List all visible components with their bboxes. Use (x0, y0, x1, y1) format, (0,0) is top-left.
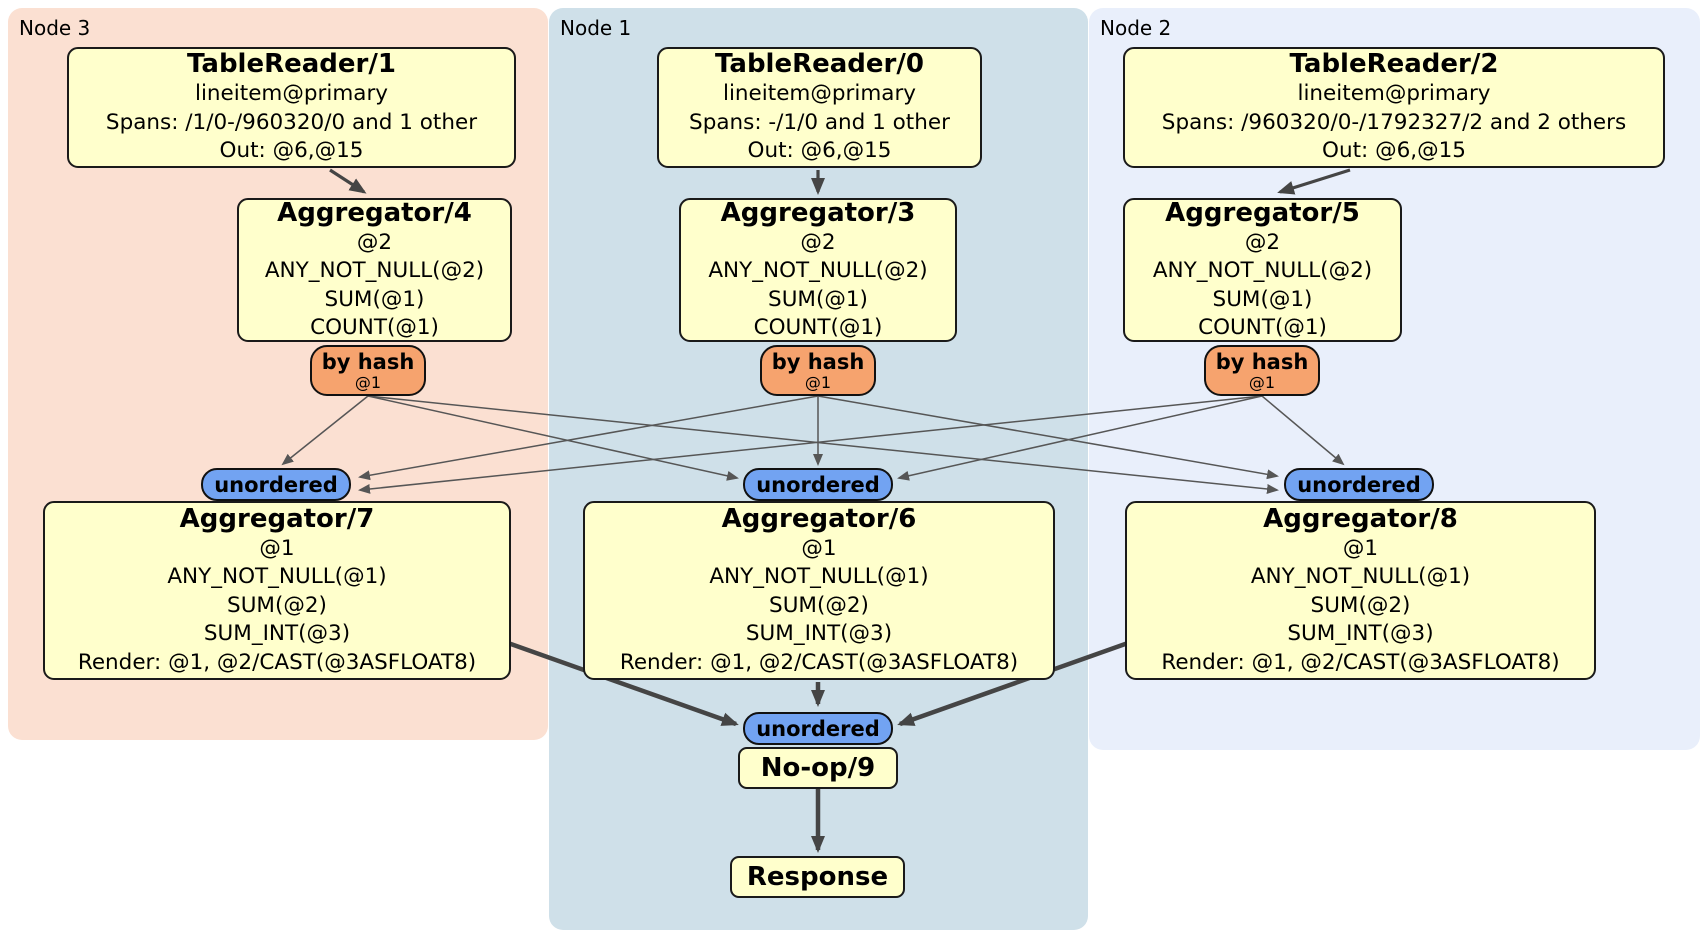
processor-line: SUM(@1) (324, 286, 425, 312)
router-label: by hash (771, 349, 865, 374)
processor-line: Out: @6,@15 (747, 138, 892, 164)
sync-label: unordered (1297, 472, 1421, 497)
sync-unordered-agg6: unordered (743, 468, 893, 501)
processor-tablereader-0: TableReader/0 lineitem@primary Spans: -/… (657, 47, 982, 168)
processor-noop-9: No-op/9 (738, 747, 898, 789)
processor-tablereader-2: TableReader/2 lineitem@primary Spans: /9… (1123, 47, 1665, 168)
processor-line: Spans: -/1/0 and 1 other (689, 109, 950, 135)
processor-line: SUM(@2) (1310, 592, 1411, 618)
sync-unordered-noop: unordered (743, 712, 893, 745)
processor-line: Spans: /1/0-/960320/0 and 1 other (105, 109, 478, 135)
router-label: by hash (321, 349, 415, 374)
processor-line: ANY_NOT_NULL(@1) (709, 564, 929, 590)
processor-line: @1 (801, 535, 837, 561)
processor-line: SUM(@2) (769, 592, 869, 618)
processor-title: Aggregator/6 (721, 503, 917, 534)
processor-line: lineitem@primary (1297, 81, 1491, 107)
processor-line: Render: @1, @2/CAST(@3ASFLOAT8) (1161, 649, 1560, 675)
sync-unordered-agg8: unordered (1284, 468, 1434, 501)
processor-title: Aggregator/5 (1165, 197, 1360, 228)
processor-line: @2 (800, 229, 836, 255)
router-detail: @1 (804, 372, 832, 392)
processor-line: SUM_INT(@3) (1287, 621, 1434, 647)
processor-aggregator-6: Aggregator/6 @1 ANY_NOT_NULL(@1) SUM(@2)… (583, 501, 1055, 680)
stream-merge-edges (507, 640, 1129, 853)
response-box: Response (730, 856, 905, 898)
processor-line: Render: @1, @2/CAST(@3ASFLOAT8) (619, 649, 1019, 675)
panel-node3-label: Node 3 (19, 16, 91, 40)
router-by-hash-node1: by hash @1 (760, 345, 876, 396)
processor-line: lineitem@primary (194, 81, 389, 107)
processor-line: ANY_NOT_NULL(@2) (708, 258, 928, 283)
router-detail: @1 (354, 372, 382, 392)
processor-line: SUM(@2) (227, 592, 327, 618)
processor-line: COUNT(@1) (1198, 315, 1327, 340)
processor-title: TableReader/0 (715, 49, 924, 80)
processor-title: Aggregator/7 (179, 503, 375, 534)
processor-line: Out: @6,@15 (1322, 138, 1466, 164)
processor-aggregator-3: Aggregator/3 @2 ANY_NOT_NULL(@2) SUM(@1)… (679, 198, 957, 342)
router-by-hash-node3: by hash @1 (310, 345, 426, 396)
tablereader-edges (329, 168, 1351, 195)
sync-label: unordered (756, 716, 880, 741)
router-detail: @1 (1248, 372, 1276, 392)
processor-line: SUM(@1) (1212, 286, 1313, 312)
processor-line: ANY_NOT_NULL(@1) (167, 564, 387, 590)
processor-tablereader-1: TableReader/1 lineitem@primary Spans: /1… (67, 47, 516, 168)
processor-aggregator-7: Aggregator/7 @1 ANY_NOT_NULL(@1) SUM(@2)… (43, 501, 511, 680)
panel-node1-label: Node 1 (560, 16, 632, 40)
processor-line: COUNT(@1) (753, 315, 883, 340)
processor-line: COUNT(@1) (310, 315, 439, 340)
processor-aggregator-8: Aggregator/8 @1 ANY_NOT_NULL(@1) SUM(@2)… (1125, 501, 1596, 680)
processor-line: Spans: /960320/0-/1792327/2 and 2 others (1161, 109, 1627, 135)
processor-title: TableReader/1 (187, 49, 396, 80)
processor-line: @1 (259, 535, 295, 561)
processor-line: @2 (356, 229, 393, 255)
processor-aggregator-4: Aggregator/4 @2 ANY_NOT_NULL(@2) SUM(@1)… (237, 198, 512, 342)
sync-label: unordered (214, 472, 338, 497)
processor-title: TableReader/2 (1289, 49, 1499, 80)
panel-node2-label: Node 2 (1100, 16, 1172, 40)
hash-router-edges (281, 395, 1345, 494)
processor-line: SUM(@1) (768, 286, 868, 312)
processor-aggregator-5: Aggregator/5 @2 ANY_NOT_NULL(@2) SUM(@1)… (1123, 198, 1402, 342)
processor-line: ANY_NOT_NULL(@2) (264, 258, 485, 283)
processor-title: No-op/9 (760, 752, 876, 783)
processor-line: Render: @1, @2/CAST(@3ASFLOAT8) (77, 649, 477, 675)
router-by-hash-node2: by hash @1 (1204, 345, 1320, 396)
processor-line: @1 (1342, 535, 1379, 561)
sync-unordered-agg7: unordered (201, 468, 351, 501)
processor-line: Out: @6,@15 (219, 138, 364, 164)
processor-line: ANY_NOT_NULL(@1) (1250, 564, 1471, 590)
processor-line: SUM_INT(@3) (745, 621, 893, 647)
processor-line: lineitem@primary (722, 81, 917, 107)
processor-title: Aggregator/8 (1263, 503, 1458, 534)
processor-line: SUM_INT(@3) (203, 621, 351, 647)
processor-title: Aggregator/4 (277, 197, 472, 228)
processor-title: Aggregator/3 (720, 197, 916, 228)
router-label: by hash (1215, 349, 1309, 374)
processor-line: @2 (1244, 229, 1281, 255)
processor-title: Response (746, 861, 889, 892)
processor-line: ANY_NOT_NULL(@2) (1152, 258, 1373, 283)
sync-label: unordered (756, 472, 880, 497)
